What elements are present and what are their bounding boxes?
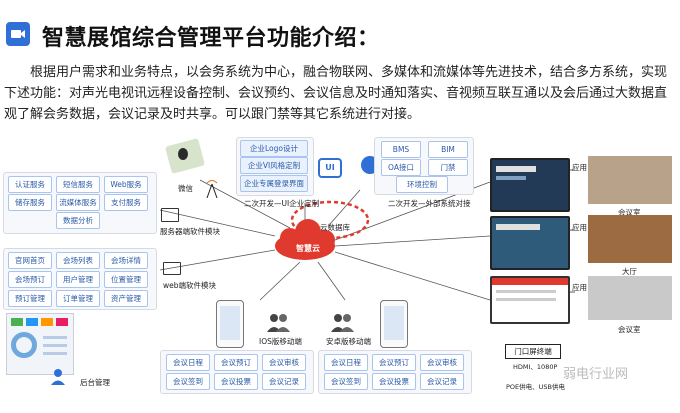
room-label-2: 会议室 bbox=[618, 325, 641, 334]
server-icon bbox=[161, 208, 179, 222]
wechat-label: 微信 bbox=[178, 184, 193, 193]
service-chip: 支付服务 bbox=[104, 194, 148, 211]
room-photo-1 bbox=[588, 156, 672, 204]
antenna-icon bbox=[205, 180, 219, 202]
monitor-icon bbox=[163, 262, 181, 275]
page-title: 智慧展馆综合管理平台功能介绍： bbox=[42, 26, 380, 51]
app-label-3: 应用 bbox=[572, 283, 587, 292]
backend-dashboard bbox=[6, 313, 74, 375]
hall-label: 大厅 bbox=[622, 267, 637, 276]
web-chip: 会场列表 bbox=[56, 252, 100, 269]
wechat-icon bbox=[178, 148, 188, 160]
service-chip: 流媒体服务 bbox=[56, 194, 100, 211]
service-chip: Web服务 bbox=[104, 176, 148, 193]
room-display-1 bbox=[490, 158, 570, 212]
ios-chip: 会议投票 bbox=[214, 373, 258, 390]
ios-chip: 会议日程 bbox=[166, 354, 210, 371]
poe-label: POE供电、USB供电 bbox=[506, 383, 565, 391]
door-terminal-label: 门口屏终端 bbox=[505, 344, 561, 359]
server-module-label: 服务器端软件模块 bbox=[160, 227, 220, 236]
web-chip: 用户管理 bbox=[56, 271, 100, 288]
enterprise-chip: 企业Logo设计 bbox=[240, 140, 308, 157]
service-chip: 储存服务 bbox=[8, 194, 52, 211]
room-display-3 bbox=[490, 276, 570, 324]
ext-dev-label: 二次开发—外部系统对接 bbox=[388, 199, 471, 208]
web-chip: 资产管理 bbox=[104, 290, 148, 307]
room-label-1: 会议室 bbox=[618, 208, 641, 217]
room-photo-2 bbox=[588, 276, 672, 320]
hall-photo bbox=[588, 215, 672, 263]
web-chip: 会场详情 bbox=[104, 252, 148, 269]
android-chip: 会议签到 bbox=[324, 373, 368, 390]
cloud-icon bbox=[275, 219, 335, 260]
external-chip: BIM bbox=[428, 141, 468, 158]
ios-chip: 会议预订 bbox=[214, 354, 258, 371]
cloud-database-label: 云数据库 bbox=[320, 223, 350, 232]
intro-paragraph: 根据用户需求和业务特点，以会务系统为中心，融合物联网、多媒体和流媒体等先进技术，… bbox=[4, 65, 668, 122]
web-chip: 官网首页 bbox=[8, 252, 52, 269]
ios-chip: 会议记录 bbox=[262, 373, 306, 390]
web-chip: 位置管理 bbox=[104, 271, 148, 288]
person-group-icon bbox=[50, 368, 70, 386]
android-chip: 会议审核 bbox=[420, 354, 464, 371]
web-chip: 预订管理 bbox=[8, 290, 52, 307]
android-label: 安卓版移动端 bbox=[326, 337, 371, 346]
enterprise-chip: 企业专属登录界面 bbox=[240, 175, 308, 192]
hdmi-label: HDMI、1080P bbox=[513, 363, 558, 371]
video-camera-icon bbox=[6, 22, 30, 46]
external-chip: OA接口 bbox=[381, 159, 421, 176]
android-chip: 会议投票 bbox=[372, 373, 416, 390]
android-phone-icon bbox=[380, 300, 408, 348]
web-module-label: web端软件模块 bbox=[163, 281, 217, 290]
person-group-icon bbox=[266, 312, 290, 332]
external-chip: BMS bbox=[381, 141, 421, 158]
service-chip: 数据分析 bbox=[56, 212, 100, 229]
web-chip: 会场预订 bbox=[8, 271, 52, 288]
person-group-icon bbox=[330, 312, 354, 332]
external-chip: 门禁 bbox=[428, 159, 468, 176]
app-label-2: 应用 bbox=[572, 223, 587, 232]
room-display-2 bbox=[490, 216, 570, 270]
web-chip: 订单管理 bbox=[56, 290, 100, 307]
android-chip: 会议记录 bbox=[420, 373, 464, 390]
enterprise-chip: 企业VI风格定制 bbox=[240, 157, 308, 174]
ios-chip: 会议签到 bbox=[166, 373, 210, 390]
app-label-1: 应用 bbox=[572, 163, 587, 172]
backend-label: 后台管理 bbox=[80, 378, 110, 387]
service-chip: 短信服务 bbox=[56, 176, 100, 193]
android-chip: 会议预订 bbox=[372, 354, 416, 371]
ui-badge: UI bbox=[318, 158, 342, 178]
ios-label: IOS版移动端 bbox=[259, 337, 302, 346]
service-chip: 认证服务 bbox=[8, 176, 52, 193]
cloud-label: 智慧云 bbox=[296, 244, 320, 253]
ios-chip: 会议审核 bbox=[262, 354, 306, 371]
external-chip: 环境控制 bbox=[396, 176, 448, 193]
android-chip: 会议日程 bbox=[324, 354, 368, 371]
ios-phone-icon bbox=[216, 300, 244, 348]
watermark: 弱电行业网 bbox=[563, 367, 629, 382]
ui-dev-label: 二次开发—UI企业定制 bbox=[244, 199, 320, 208]
